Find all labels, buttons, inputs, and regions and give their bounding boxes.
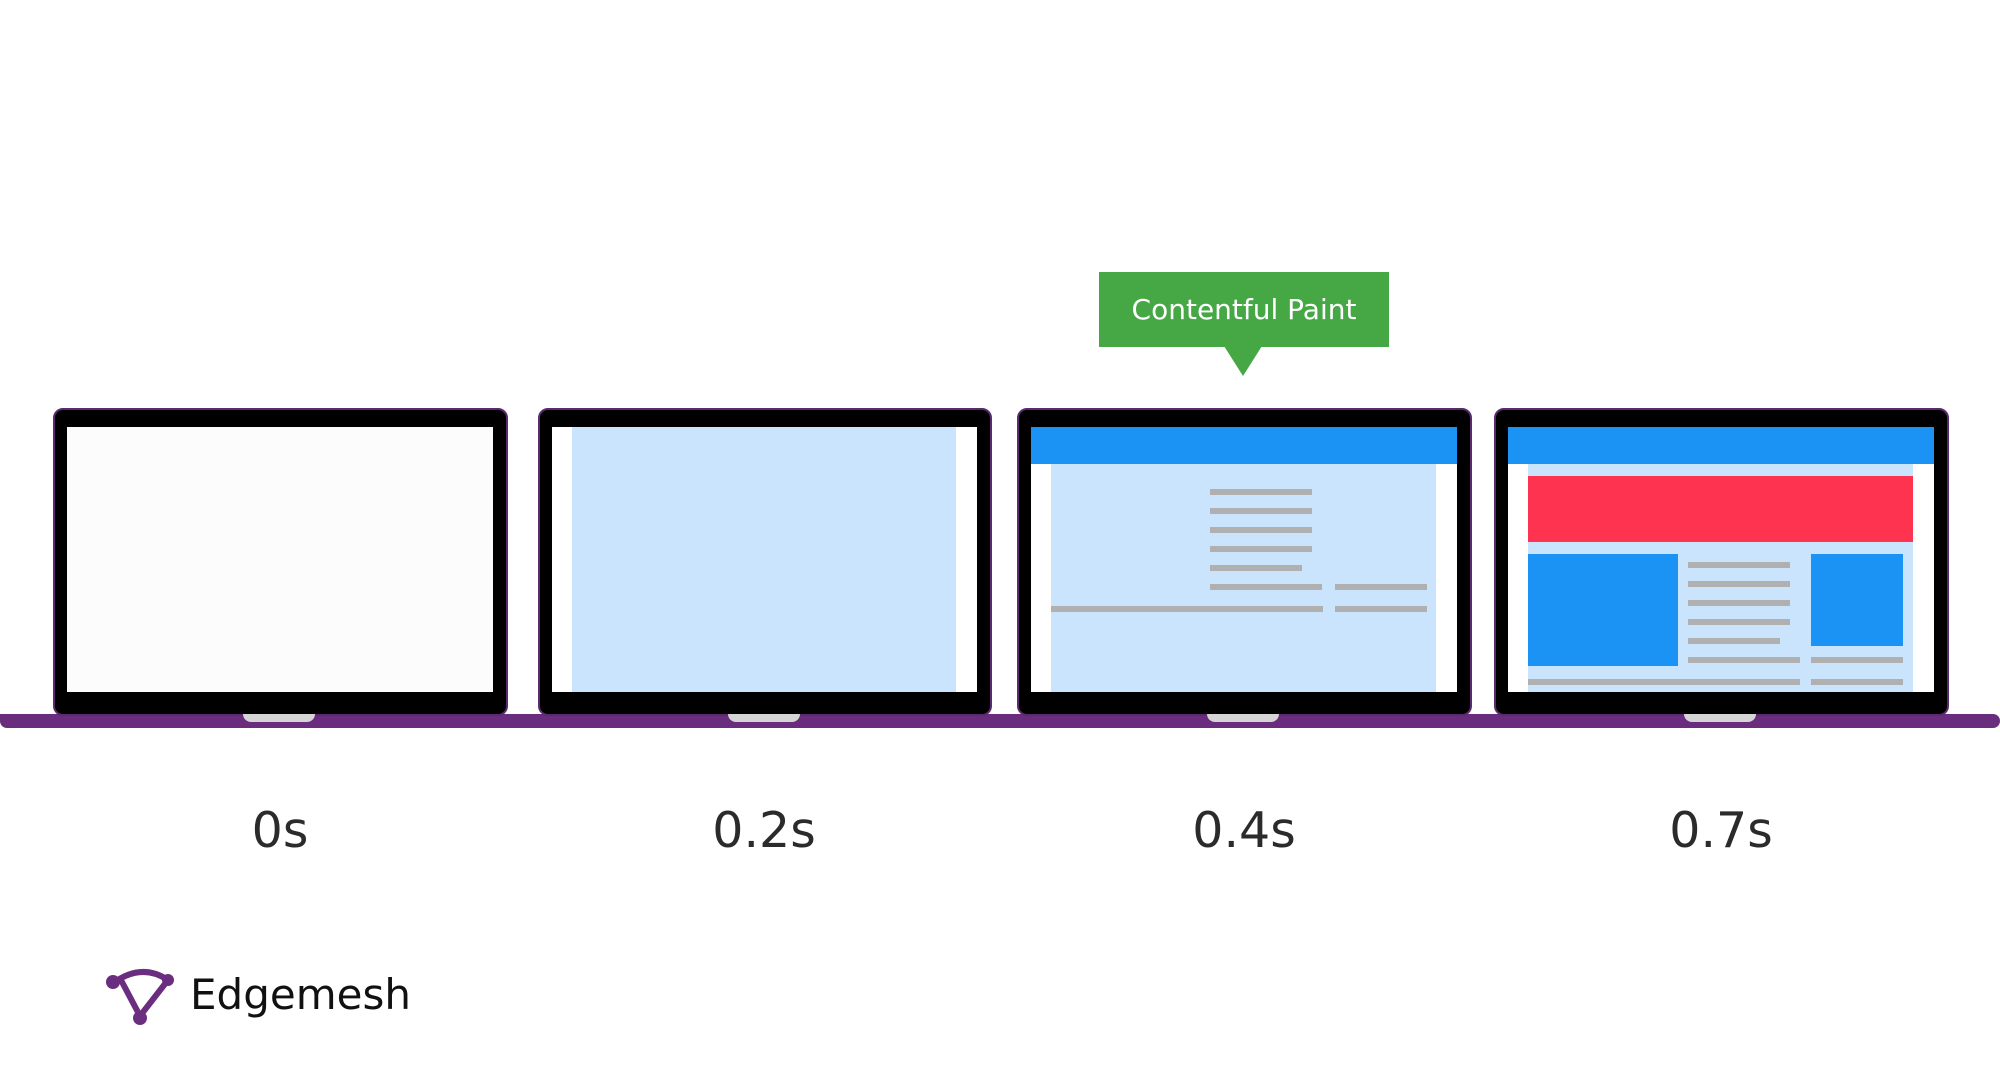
text-line [1688,619,1790,625]
brand-name: Edgemesh [190,970,411,1019]
edgemesh-logo-icon [106,968,174,1025]
text-line [1688,600,1790,606]
time-label-0.4s: 0.4s [1192,802,1296,859]
callout-pointer-arrow [1224,346,1262,376]
screen-0.7s [1508,427,1934,692]
text-line [1051,606,1323,612]
screen-0s [67,427,493,692]
screen-0.2s [552,427,977,692]
content-area-block [1528,464,1913,692]
header-bar-block [1031,427,1457,464]
text-line [1688,657,1800,663]
text-line [1335,606,1427,612]
time-label-0s: 0s [251,802,309,859]
laptop-notch-0.7s [1684,714,1756,722]
text-line [1210,489,1312,495]
time-label-0.2s: 0.2s [712,802,816,859]
text-line [1811,657,1903,663]
image-block-right [1811,554,1903,646]
screen-0.4s [1031,427,1457,692]
text-line [1811,679,1903,685]
text-line [1210,508,1312,514]
laptop-notch-0.4s [1207,714,1279,722]
laptop-notch-0.2s [728,714,800,722]
time-label-0.7s: 0.7s [1669,802,1773,859]
text-line [1210,527,1312,533]
text-line [1210,584,1322,590]
content-area-block [1051,464,1436,692]
text-line [1528,679,1800,685]
contentful-paint-callout: Contentful Paint [1099,272,1389,347]
laptop-base-bar [0,714,2000,728]
header-bar-block [1508,427,1934,464]
text-line [1210,546,1312,552]
text-line [1688,638,1780,644]
text-line [1335,584,1427,590]
hero-banner-block [1528,476,1913,542]
text-line [1210,565,1302,571]
text-line [1688,562,1790,568]
background-paint-block [572,427,956,692]
laptop-notch-0s [243,714,315,722]
image-block-left [1528,554,1678,666]
text-line [1688,581,1790,587]
